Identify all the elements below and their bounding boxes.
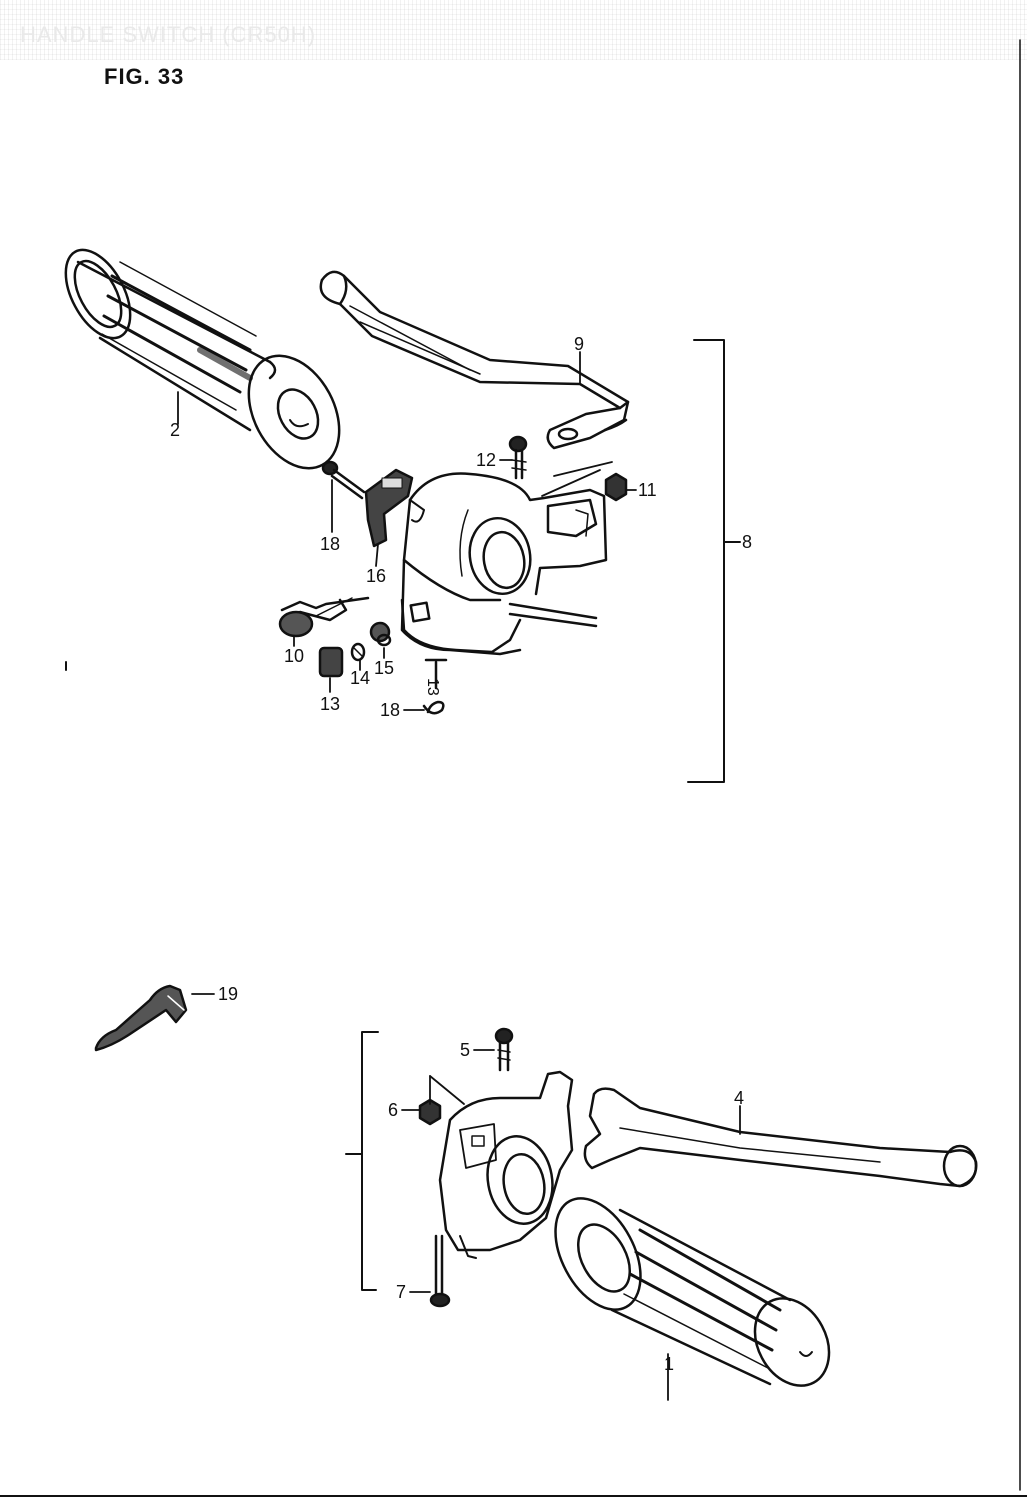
callout-19: 19	[218, 984, 238, 1004]
cap-13-part	[318, 646, 344, 678]
callout-5: 5	[460, 1040, 470, 1060]
callout-17: 18	[320, 534, 340, 554]
diagram-title: HANDLE SWITCH (CR50H)	[20, 22, 317, 47]
figure-number: FIG. 33	[104, 64, 185, 89]
lever-4-part	[583, 1087, 978, 1188]
callout-1: 1	[664, 1354, 674, 1374]
callout-11: 11	[638, 480, 657, 500]
grip-left-part	[64, 248, 341, 470]
lever-9-part	[319, 270, 630, 450]
switch-housing-left-part	[400, 472, 608, 690]
spring-14-part	[350, 642, 366, 662]
clip-18-part	[422, 700, 445, 715]
scan-noise	[0, 0, 1027, 60]
callout-6: 6	[388, 1100, 398, 1120]
band-19-part	[94, 984, 188, 1052]
callout-12-lower: 13	[424, 678, 441, 696]
callout-13: 13	[320, 694, 340, 714]
grip-right-part	[554, 1197, 831, 1387]
screw-12-part	[508, 435, 528, 480]
callout-16: 16	[366, 566, 386, 586]
button-15-part	[369, 621, 392, 647]
leader-lines	[177, 351, 741, 1401]
switch-10-part	[278, 596, 370, 638]
switch-housing-right-part	[429, 1070, 574, 1308]
callout-10: 10	[284, 646, 304, 666]
switch-16-part	[364, 468, 414, 548]
screw-5-part	[494, 1027, 514, 1072]
callout-7: 7	[396, 1282, 406, 1302]
callout-15: 15	[374, 658, 394, 678]
nut-11-part	[604, 472, 628, 502]
callout-8: 8	[742, 532, 752, 552]
callout-12-upper: 12	[476, 450, 496, 470]
bracket-lower	[345, 1031, 379, 1291]
callout-4: 4	[734, 1088, 744, 1108]
callout-14: 14	[350, 668, 370, 688]
callout-2: 2	[170, 420, 180, 440]
callout-18: 18	[380, 700, 400, 720]
screw-17-part	[321, 460, 366, 500]
bracket-8	[687, 339, 741, 783]
callout-labels: 2 9 12 11 8 18 16 10 14 15 13 13 18 19 5…	[170, 334, 752, 1374]
callout-9: 9	[574, 334, 584, 354]
